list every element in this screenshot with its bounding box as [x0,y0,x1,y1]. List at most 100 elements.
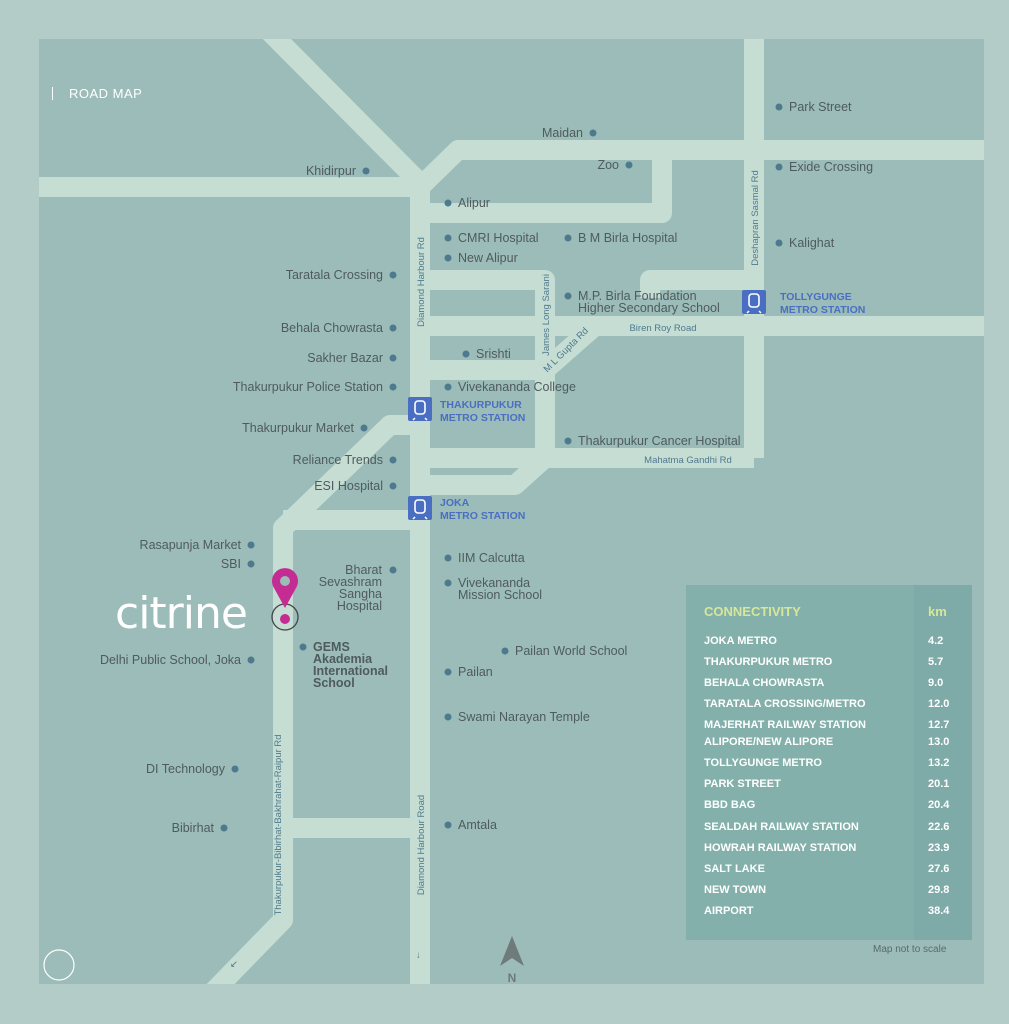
svg-text:TOLLYGUNGE: TOLLYGUNGE [780,291,852,303]
north-arrow-icon: N [500,936,524,985]
metro-thakurpukur: THAKURPUKUR METRO STATION [408,397,525,424]
table-row: JOKA METRO 4.2 [704,635,954,647]
distance-km: 9.0 [928,677,944,689]
place-label: Vivekananda College [458,380,576,394]
place-label: DI Technology [146,762,226,776]
destination-name: NEW TOWN [704,884,767,896]
road-label: Diamond Harbour Road [416,795,427,895]
svg-text:METRO STATION: METRO STATION [440,412,525,424]
table-row: AIRPORT 38.4 [704,905,954,917]
table-row: TARATALA CROSSING/METRO 12.0 [704,698,954,710]
place-label: Mission School [458,588,542,602]
distance-km: 13.0 [928,736,950,748]
distance-km: 12.0 [928,698,950,710]
table-row: HOWRAH RAILWAY STATION 23.9 [704,842,954,854]
unit-label: km [928,604,947,619]
destination-name: BBD BAG [704,799,756,811]
place-label: Taratala Crossing [286,268,383,282]
place-label: Park Street [789,100,852,114]
road-label: James Long Sarani [541,274,552,356]
distance-km: 4.2 [928,635,944,647]
place-label: Khidirpur [306,164,356,178]
place-label: Sevashram [319,575,382,589]
table-row: BBD BAG 20.4 [704,799,954,811]
citrine-logo: citrine [115,588,248,639]
arrow-down-icon: ↓ [416,950,421,961]
destination-name: ALIPORE/NEW ALIPORE [704,736,834,748]
destination-name: SALT LAKE [704,863,765,875]
table-header: CONNECTIVITY km [704,604,954,619]
table-row: SALT LAKE 27.6 [704,863,954,875]
distance-km: 23.9 [928,842,950,854]
road-label: Deshapran Sasmal Rd [750,170,761,266]
km-column [914,585,972,940]
place-label: Zoo [597,158,619,172]
distance-km: 29.8 [928,884,950,896]
table-row: PARK STREET 20.1 [704,778,954,790]
table-row: ALIPORE/NEW ALIPORE 13.0 [704,736,954,748]
place-label: International [313,664,388,678]
destination-name: THAKURPUKUR METRO [704,656,833,668]
place-label: Alipur [458,196,490,210]
road-diagonal-north [262,39,428,191]
svg-text:JOKA: JOKA [440,497,470,509]
road-ml-gupta [430,318,602,380]
destination-name: BEHALA CHOWRASTA [704,677,825,689]
place-label: Exide Crossing [789,160,873,174]
place-label: Srishti [476,347,511,361]
place-label: IIM Calcutta [458,551,525,565]
place-label: M.P. Birla Foundation [578,289,697,303]
road-label: Biren Roy Road [629,323,696,334]
destination-name: SEALDAH RAILWAY STATION [704,821,859,833]
svg-text:METRO STATION: METRO STATION [440,510,525,522]
metro-train-icon [408,496,432,520]
location-pin-icon [271,568,299,631]
svg-text:THAKURPUKUR: THAKURPUKUR [440,399,522,411]
place-label: Reliance Trends [293,453,383,467]
place-label: Bibirhat [172,821,215,835]
circle-icon [43,949,75,981]
place-label: Rasapunja Market [140,538,242,552]
destination-name: AIRPORT [704,905,754,917]
distance-km: 27.6 [928,863,950,875]
place-label: Thakurpukur Police Station [233,380,383,394]
metro-train-icon [742,290,766,314]
destination-name: HOWRAH RAILWAY STATION [704,842,857,854]
place-label: Sakher Bazar [307,351,383,365]
places-right: Park Street Exide Crossing Kalighat Alip… [299,100,873,832]
place-label: Amtala [458,818,497,832]
place-label: Higher Secondary School [578,301,720,315]
place-label: Thakurpukur Market [242,421,354,435]
place-label: Vivekananda [458,576,530,590]
place-label: New Alipur [458,251,518,265]
places-left: Khidirpur Maidan Zoo Taratala Crossing B… [100,126,633,835]
table-row: BEHALA CHOWRASTA 9.0 [704,677,954,689]
place-label: SBI [221,557,241,571]
place-label: B M Birla Hospital [578,231,677,245]
destination-name: JOKA METRO [704,635,777,647]
distance-km: 38.4 [928,905,950,917]
destination-name: PARK STREET [704,778,781,790]
distance-km: 20.1 [928,778,950,790]
place-label: Sangha [339,587,382,601]
table-row: NEW TOWN 29.8 [704,884,954,896]
place-label: Pailan World School [515,644,627,658]
place-label: Swami Narayan Temple [458,710,590,724]
place-label: Maidan [542,126,583,140]
place-label: ESI Hospital [314,479,383,493]
place-label: Delhi Public School, Joka [100,653,241,667]
metro-joka: JOKA METRO STATION [408,496,525,522]
title-text: ROAD MAP [69,86,143,101]
place-label: Bharat [345,563,382,577]
place-label: Akademia [313,652,373,666]
distance-km: 20.4 [928,799,950,811]
road-label: Thakurpukur-Bibirhat-Bakhrahat-Raipur Rd [273,734,284,915]
road-label: Diamond Harbour Rd [416,237,427,327]
road-james-long [430,270,555,458]
road-label: Mahatma Gandhi Rd [644,455,732,466]
destination-name: TARATALA CROSSING/METRO [704,698,866,710]
destination-name: TOLLYGUNGE METRO [704,757,822,769]
